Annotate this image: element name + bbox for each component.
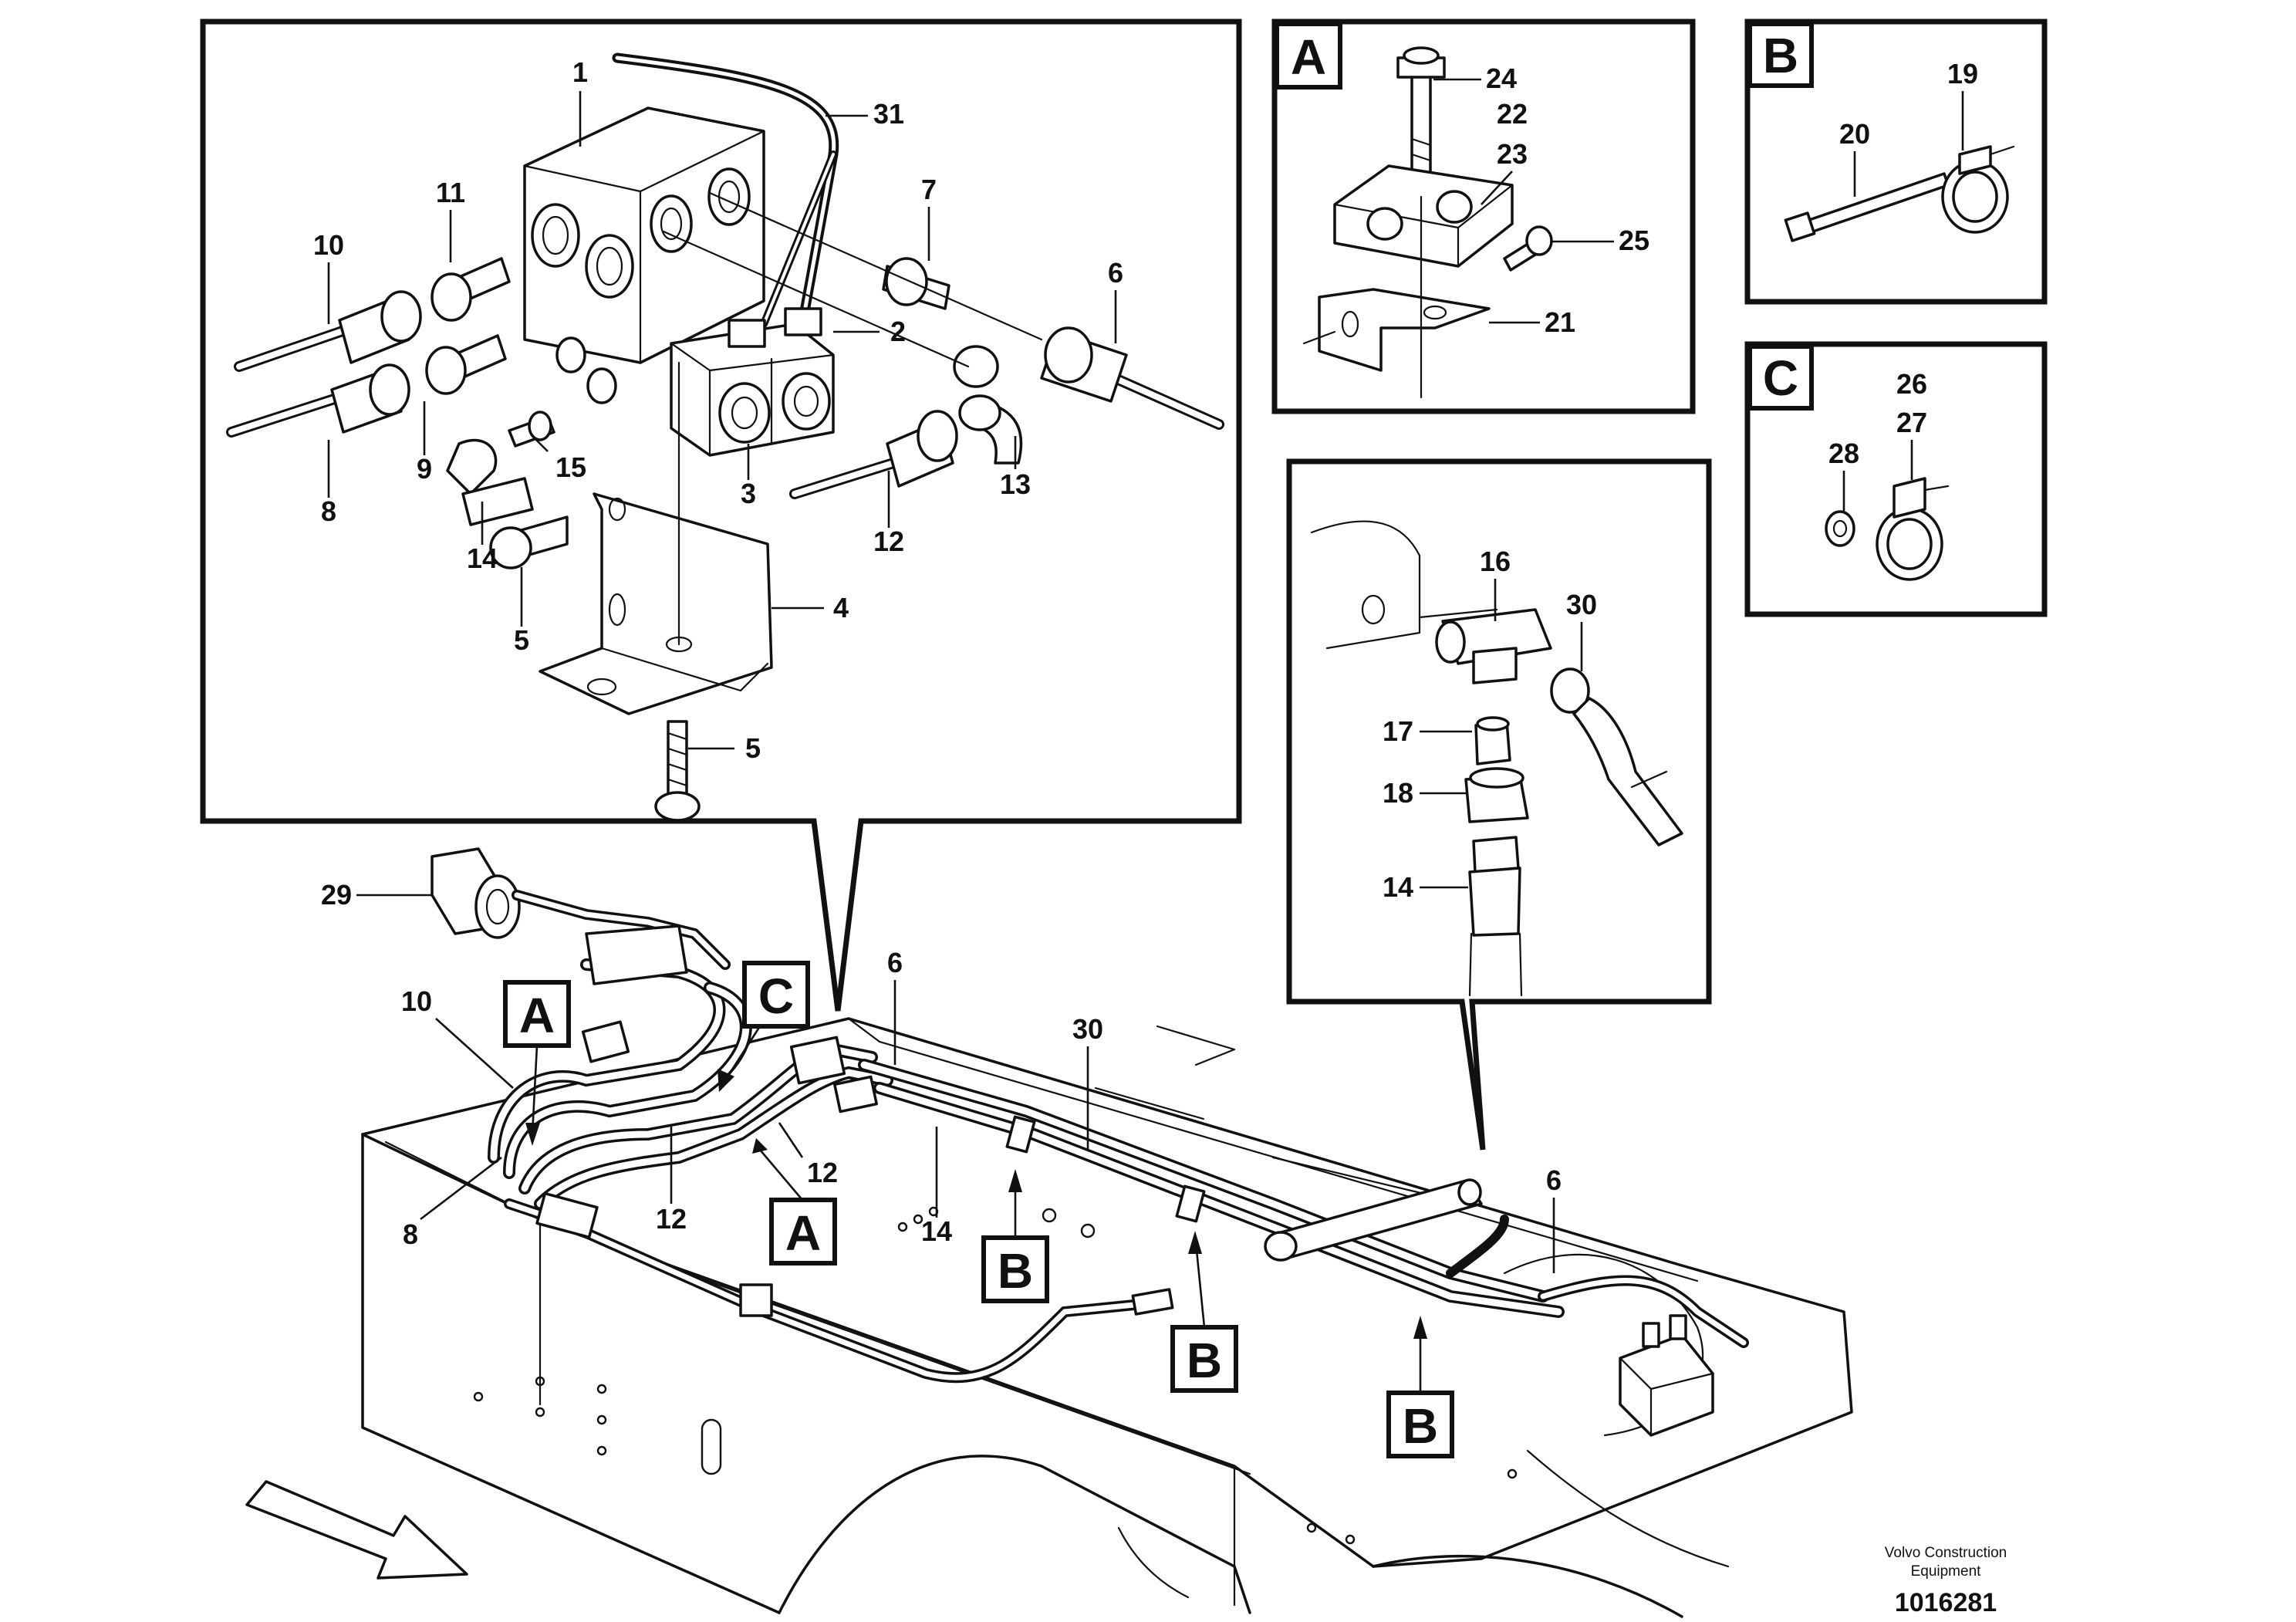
- callout-20: 20: [1839, 118, 1870, 150]
- callout-23: 23: [1497, 138, 1528, 170]
- callout-8: 8: [321, 495, 336, 527]
- detail-b-tag: B: [1763, 28, 1798, 83]
- connector-29: [430, 847, 521, 939]
- overview-tag-b-left: B: [998, 1243, 1033, 1299]
- overview-tag-a-lower: A: [785, 1205, 821, 1261]
- callout-21: 21: [1545, 306, 1575, 338]
- direction-arrow: [245, 1480, 468, 1580]
- detail-c-tag: C: [1763, 350, 1798, 406]
- overview-tag-a-upper: A: [519, 988, 555, 1043]
- callout-27: 27: [1896, 407, 1927, 438]
- callout-30: 30: [1566, 589, 1597, 620]
- overview-tag-b-mid: B: [1187, 1333, 1222, 1388]
- callout-17: 17: [1383, 715, 1413, 747]
- valve-detail-panel: [200, 19, 1242, 1012]
- bracket-21: [1302, 195, 1491, 399]
- figure-number: 1016281: [1895, 1588, 1997, 1617]
- callout-2: 2: [890, 316, 906, 347]
- fitting-11: [430, 257, 511, 322]
- elbow-30-hose: [1550, 667, 1683, 846]
- callout-3: 3: [741, 478, 756, 509]
- callout-10-overview: 10: [401, 985, 432, 1017]
- nut-18: [1464, 767, 1529, 823]
- tee-16: [1435, 608, 1552, 684]
- detail-c-panel: C: [1744, 341, 2048, 617]
- fitting-13: [953, 345, 1023, 465]
- callout-9: 9: [417, 453, 432, 485]
- callout-4: 4: [833, 592, 849, 623]
- machine-overview: [361, 847, 1853, 1618]
- fitting-17: [1474, 716, 1511, 765]
- brand-line-2: Equipment: [1911, 1563, 1982, 1580]
- callout-6: 6: [1108, 257, 1123, 289]
- fitting-9: [425, 334, 507, 395]
- clamp-19: [1941, 145, 2015, 234]
- hose-8: [226, 363, 410, 438]
- callout-13: 13: [1000, 468, 1031, 500]
- callout-12-overview-right: 12: [807, 1157, 838, 1188]
- bolt-5-upper: [489, 515, 569, 569]
- fitting-15: [446, 411, 555, 526]
- hose-12: [789, 410, 958, 499]
- callout-6-overview-left: 6: [887, 947, 903, 978]
- overview-valve-block: [1619, 1314, 1714, 1437]
- callout-26: 26: [1896, 368, 1927, 400]
- callout-14-overview: 14: [921, 1215, 952, 1247]
- callout-7: 7: [921, 174, 937, 205]
- tee-fitting-panel: [1286, 458, 1712, 1151]
- bolt-5-lower: [654, 720, 701, 822]
- brand-line-1: Volvo Construction: [1885, 1545, 2007, 1561]
- overview-hose-bundle: [488, 958, 1749, 1384]
- callout-14-tee: 14: [1383, 871, 1413, 903]
- callout-10: 10: [313, 229, 344, 261]
- callouts: 1 31 11 10 7 6 2 9 8 15 3 13 12 14 4 5 5: [313, 56, 1978, 1273]
- callout-5-lower: 5: [745, 732, 761, 764]
- detail-a-panel: A: [1271, 19, 1696, 414]
- callout-1: 1: [572, 56, 588, 88]
- callout-6-overview-right: 6: [1546, 1164, 1562, 1196]
- bolt-20: [1784, 172, 1950, 242]
- callout-12: 12: [873, 525, 904, 557]
- callout-18: 18: [1383, 777, 1413, 809]
- detail-b-panel: B: [1744, 19, 2048, 305]
- callout-5-upper: 5: [514, 624, 529, 656]
- callout-8-overview: 8: [403, 1218, 418, 1250]
- callout-29: 29: [321, 879, 352, 911]
- callout-12-overview-left: 12: [656, 1203, 687, 1235]
- callout-19: 19: [1947, 58, 1978, 90]
- overview-tags: A C A B B B: [503, 961, 1454, 1458]
- callout-24: 24: [1486, 63, 1517, 94]
- callout-25: 25: [1619, 225, 1649, 256]
- hose-14-end: [1468, 836, 1523, 997]
- overview-tag-b-right: B: [1403, 1398, 1438, 1454]
- callout-16: 16: [1480, 546, 1511, 577]
- callout-22: 22: [1497, 98, 1528, 130]
- hose-6: [1040, 326, 1224, 430]
- callout-30-overview: 30: [1072, 1013, 1103, 1045]
- hose-10: [234, 290, 422, 372]
- callout-31: 31: [873, 98, 904, 130]
- clamp-block-22-23: [1333, 164, 1514, 268]
- bolt-25: [1503, 225, 1553, 272]
- callout-28: 28: [1828, 438, 1859, 469]
- callout-15: 15: [555, 451, 586, 483]
- nut-28: [1825, 510, 1855, 547]
- callout-11: 11: [436, 177, 465, 208]
- callout-14: 14: [467, 542, 498, 574]
- detail-a-tag: A: [1291, 29, 1326, 85]
- title-block: Volvo Construction Equipment 1016281: [1885, 1545, 2007, 1617]
- clamp-26-27: [1876, 477, 1950, 581]
- overview-tag-c: C: [758, 968, 794, 1024]
